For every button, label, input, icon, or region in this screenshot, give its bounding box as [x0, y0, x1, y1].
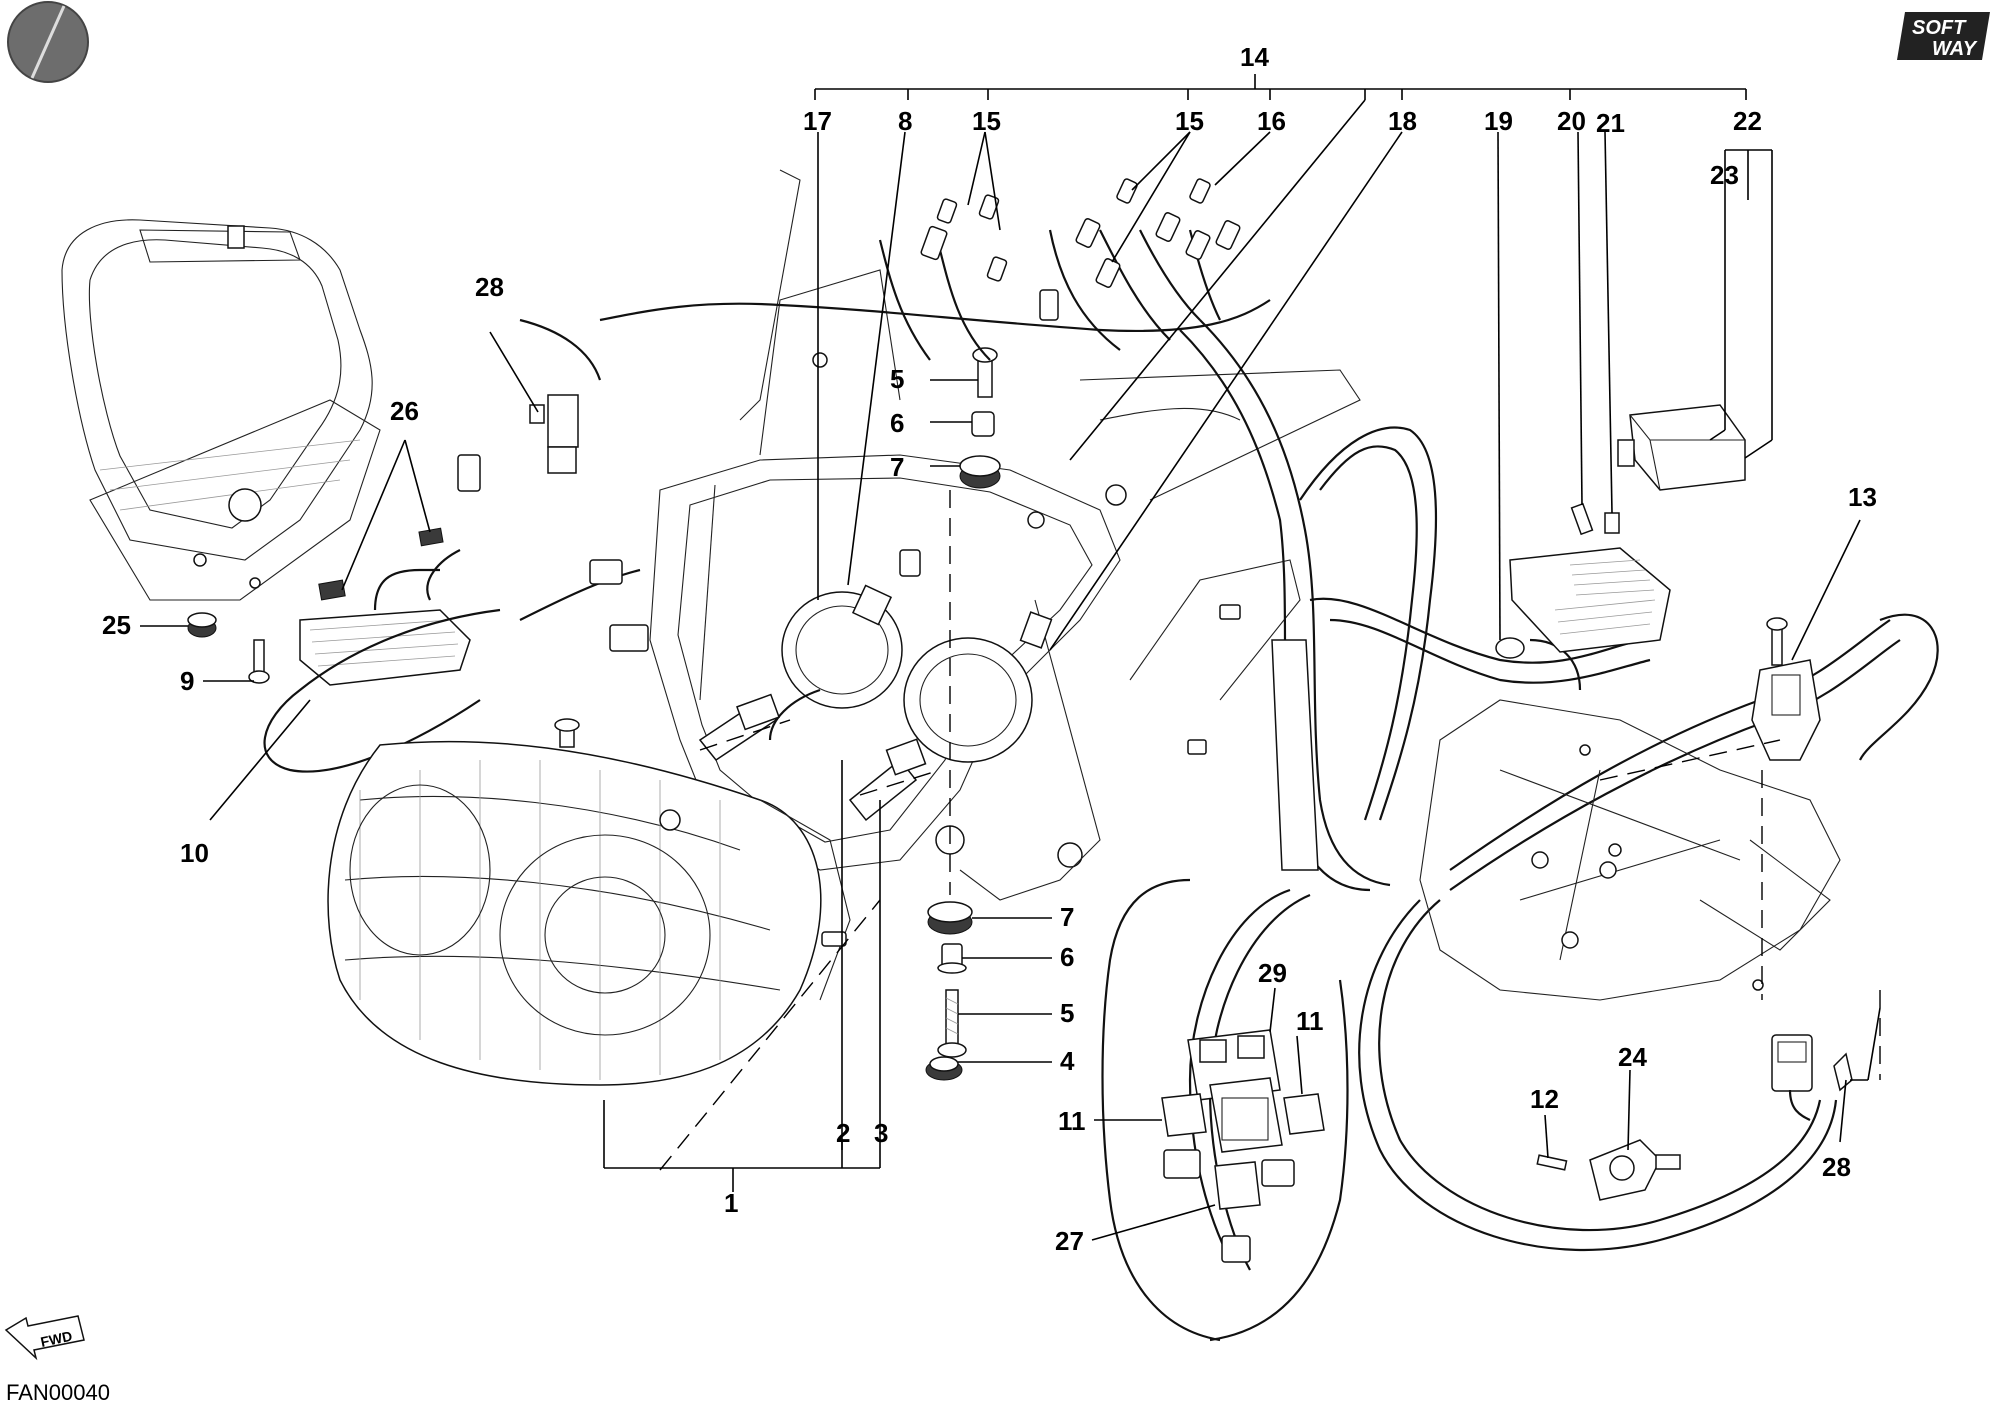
- bulb-holder-17: [768, 584, 903, 741]
- callout-14: 14: [1240, 42, 1269, 72]
- callout-19: 19: [1484, 106, 1513, 136]
- bushing-6-upper: [971, 411, 995, 437]
- sensor-24: [1589, 1139, 1681, 1201]
- relay-11-right: [1283, 1093, 1325, 1135]
- callout-15-right: 15: [1175, 106, 1204, 136]
- control-unit-23: [1617, 404, 1746, 491]
- relay-11-left: [1161, 1093, 1207, 1137]
- callout-15-left: 15: [972, 106, 1001, 136]
- softway-logo: SOFT WAY: [1897, 12, 1990, 60]
- relay-sockets: [1163, 1149, 1295, 1263]
- round-brand-mark: [7, 1, 89, 83]
- voltage-regulator: [299, 527, 471, 686]
- drawing-code: FAN00040: [6, 1380, 110, 1405]
- rear-subframe-bracket: [1419, 699, 1841, 1001]
- callout-25: 25: [102, 610, 131, 640]
- upper-subframe-bracket: [61, 219, 381, 601]
- callout-2: 2: [836, 1118, 850, 1148]
- callout-11-right: 11: [1296, 1006, 1324, 1036]
- callout-3: 3: [874, 1118, 888, 1148]
- screw-5-lower: [937, 989, 967, 1058]
- callout-4: 4: [1060, 1046, 1075, 1076]
- callout-23: 23: [1710, 160, 1739, 190]
- assembly-guide-lines: [659, 490, 1881, 1171]
- connector-13: [1751, 617, 1821, 761]
- callout-24: 24: [1618, 1042, 1647, 1072]
- callout-28-left: 28: [475, 272, 504, 302]
- main-wiring-harness: [263, 229, 1939, 1342]
- bulb-2: [698, 693, 780, 762]
- leader-lines: [140, 74, 1881, 1241]
- svg-text:FWD: FWD: [39, 1328, 74, 1350]
- callout-8: 8: [898, 106, 912, 136]
- harness-terminals: [457, 178, 1241, 755]
- callout-18: 18: [1388, 106, 1417, 136]
- callout-26: 26: [390, 396, 419, 426]
- bulb-3: [848, 738, 927, 822]
- callout-20: 20: [1557, 106, 1586, 136]
- callout-13: 13: [1848, 482, 1877, 512]
- callout-11-left: 11: [1058, 1106, 1086, 1136]
- callout-6-lower: 6: [1060, 942, 1074, 972]
- callout-7-lower: 7: [1060, 902, 1074, 932]
- callout-9: 9: [180, 666, 194, 696]
- callout-21: 21: [1596, 108, 1625, 138]
- harness-sleeve: [1271, 639, 1319, 871]
- callout-28-right: 28: [1822, 1152, 1851, 1182]
- fuse-box: [1495, 502, 1671, 659]
- callout-7-upper: 7: [890, 452, 904, 482]
- callout-27: 27: [1055, 1226, 1084, 1256]
- callout-10: 10: [180, 838, 209, 868]
- grommet-7-upper: [959, 455, 1001, 489]
- headlight-assembly: [327, 718, 851, 1086]
- callout-1: 1: [724, 1188, 738, 1218]
- callout-5-lower: 5: [1060, 998, 1074, 1028]
- callout-labels: 14 17 8 15 15 16 18 19 20 21 22 23 28 26…: [102, 42, 1877, 1256]
- callout-16: 16: [1257, 106, 1286, 136]
- relay-27: [1214, 1161, 1261, 1210]
- bushing-6-lower: [937, 943, 967, 974]
- callout-12: 12: [1530, 1084, 1559, 1114]
- washer-4: [925, 1056, 963, 1081]
- fwd-arrow-icon: FWD: [4, 1315, 85, 1361]
- callout-17: 17: [803, 106, 832, 136]
- connector-28-right: [1771, 1034, 1853, 1121]
- screw-12: [1536, 1154, 1568, 1171]
- callout-22: 22: [1733, 106, 1762, 136]
- callout-29: 29: [1258, 958, 1287, 988]
- connector-28-left: [529, 394, 579, 474]
- callout-6-upper: 6: [890, 408, 904, 438]
- screw-9: [248, 639, 270, 684]
- svg-text:SOFT: SOFT: [1912, 17, 1967, 39]
- grommet-25: [187, 612, 217, 638]
- grommet-7-lower: [927, 901, 973, 935]
- bulb-holder-18: [903, 611, 1053, 763]
- callout-5-upper: 5: [890, 364, 904, 394]
- headlight-support-frame: [649, 169, 1361, 901]
- svg-text:WAY: WAY: [1932, 38, 1978, 60]
- relay-29: [1209, 1077, 1283, 1153]
